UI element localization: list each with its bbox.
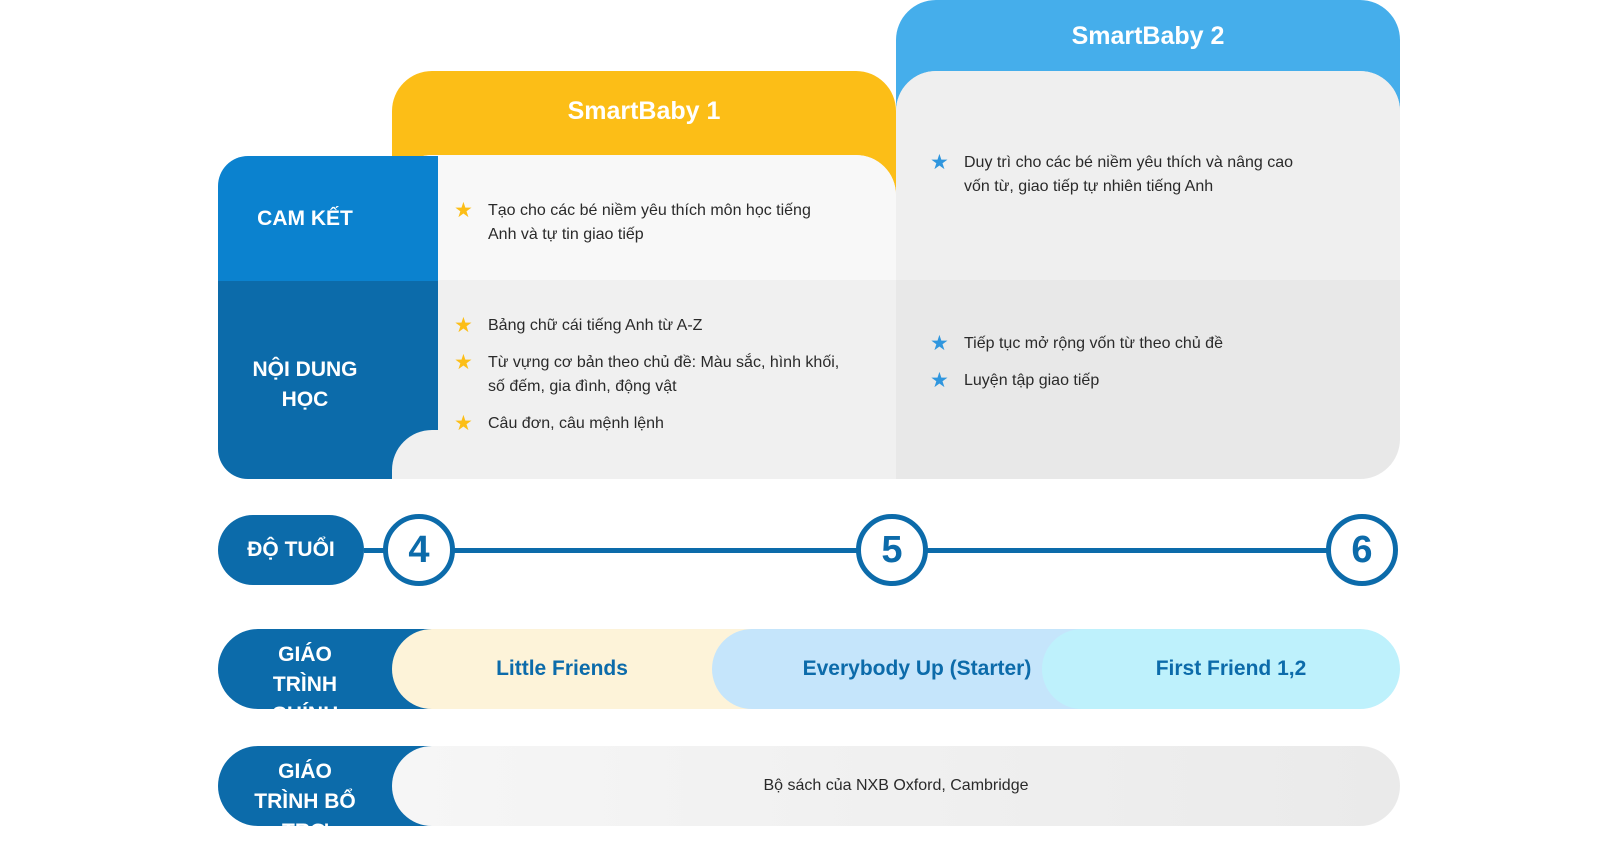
list-item: ★ Luyện tập giao tiếp xyxy=(930,369,1100,392)
supplementary-label: GIÁO TRÌNH BỔ TRỢ xyxy=(254,760,356,843)
star-icon: ★ xyxy=(930,151,949,174)
smartbaby-2-commitment-list: ★ Duy trì cho các bé niềm yêu thích và n… xyxy=(930,151,1300,212)
main-curriculum-label: GIÁO TRÌNH CHÍNH xyxy=(271,643,339,726)
age-label: ĐỘ TUỔI xyxy=(218,515,364,585)
smartbaby-1-content-list: ★ Bảng chữ cái tiếng Anh từ A-Z ★ Từ vựn… xyxy=(454,314,844,449)
list-item: ★ Câu đơn, câu mệnh lệnh xyxy=(454,412,664,435)
star-icon: ★ xyxy=(930,369,949,392)
smartbaby-2-title: SmartBaby 2 xyxy=(1071,22,1225,50)
commitment-label: CAM KẾT xyxy=(257,207,353,230)
smartbaby-1-commitment-band xyxy=(392,155,896,280)
smartbaby-1-commitment-list: ★ Tạo cho các bé niềm yêu thích môn học … xyxy=(454,199,824,260)
star-icon: ★ xyxy=(930,332,949,355)
age-marker-6: 6 xyxy=(1326,514,1398,586)
list-item: ★ Từ vựng cơ bản theo chủ đề: Màu sắc, h… xyxy=(454,351,840,396)
list-item: ★ Tạo cho các bé niềm yêu thích môn học … xyxy=(454,199,811,244)
smartbaby-1-title: SmartBaby 1 xyxy=(567,97,721,125)
list-item: ★ Tiếp tục mở rộng vốn từ theo chủ đề xyxy=(930,332,1223,355)
list-item: ★ Bảng chữ cái tiếng Anh từ A-Z xyxy=(454,314,703,337)
star-icon: ★ xyxy=(454,199,473,222)
content-label: NỘI DUNG HỌC xyxy=(252,358,358,411)
star-icon: ★ xyxy=(454,412,473,435)
smartbaby-1-panel: ★ Tạo cho các bé niềm yêu thích môn học … xyxy=(392,155,896,479)
smartbaby-2-content-list: ★ Tiếp tục mở rộng vốn từ theo chủ đề ★ … xyxy=(930,332,1330,406)
smartbaby-2-panel: ★ Duy trì cho các bé niềm yêu thích và n… xyxy=(896,71,1400,479)
age-marker-5: 5 xyxy=(856,514,928,586)
curriculum-first-friend: First Friend 1,2 xyxy=(1042,629,1400,709)
smartbaby-2-commitment-band xyxy=(896,71,1400,280)
commitment-label-block: CAM KẾT xyxy=(218,156,438,281)
star-icon: ★ xyxy=(454,314,473,337)
supplementary-text: Bộ sách của NXB Oxford, Cambridge xyxy=(763,777,1029,794)
list-item: ★ Duy trì cho các bé niềm yêu thích và n… xyxy=(930,151,1294,196)
star-icon: ★ xyxy=(454,351,473,374)
age-marker-4: 4 xyxy=(383,514,455,586)
supplementary-bar: Bộ sách của NXB Oxford, Cambridge xyxy=(392,746,1400,826)
